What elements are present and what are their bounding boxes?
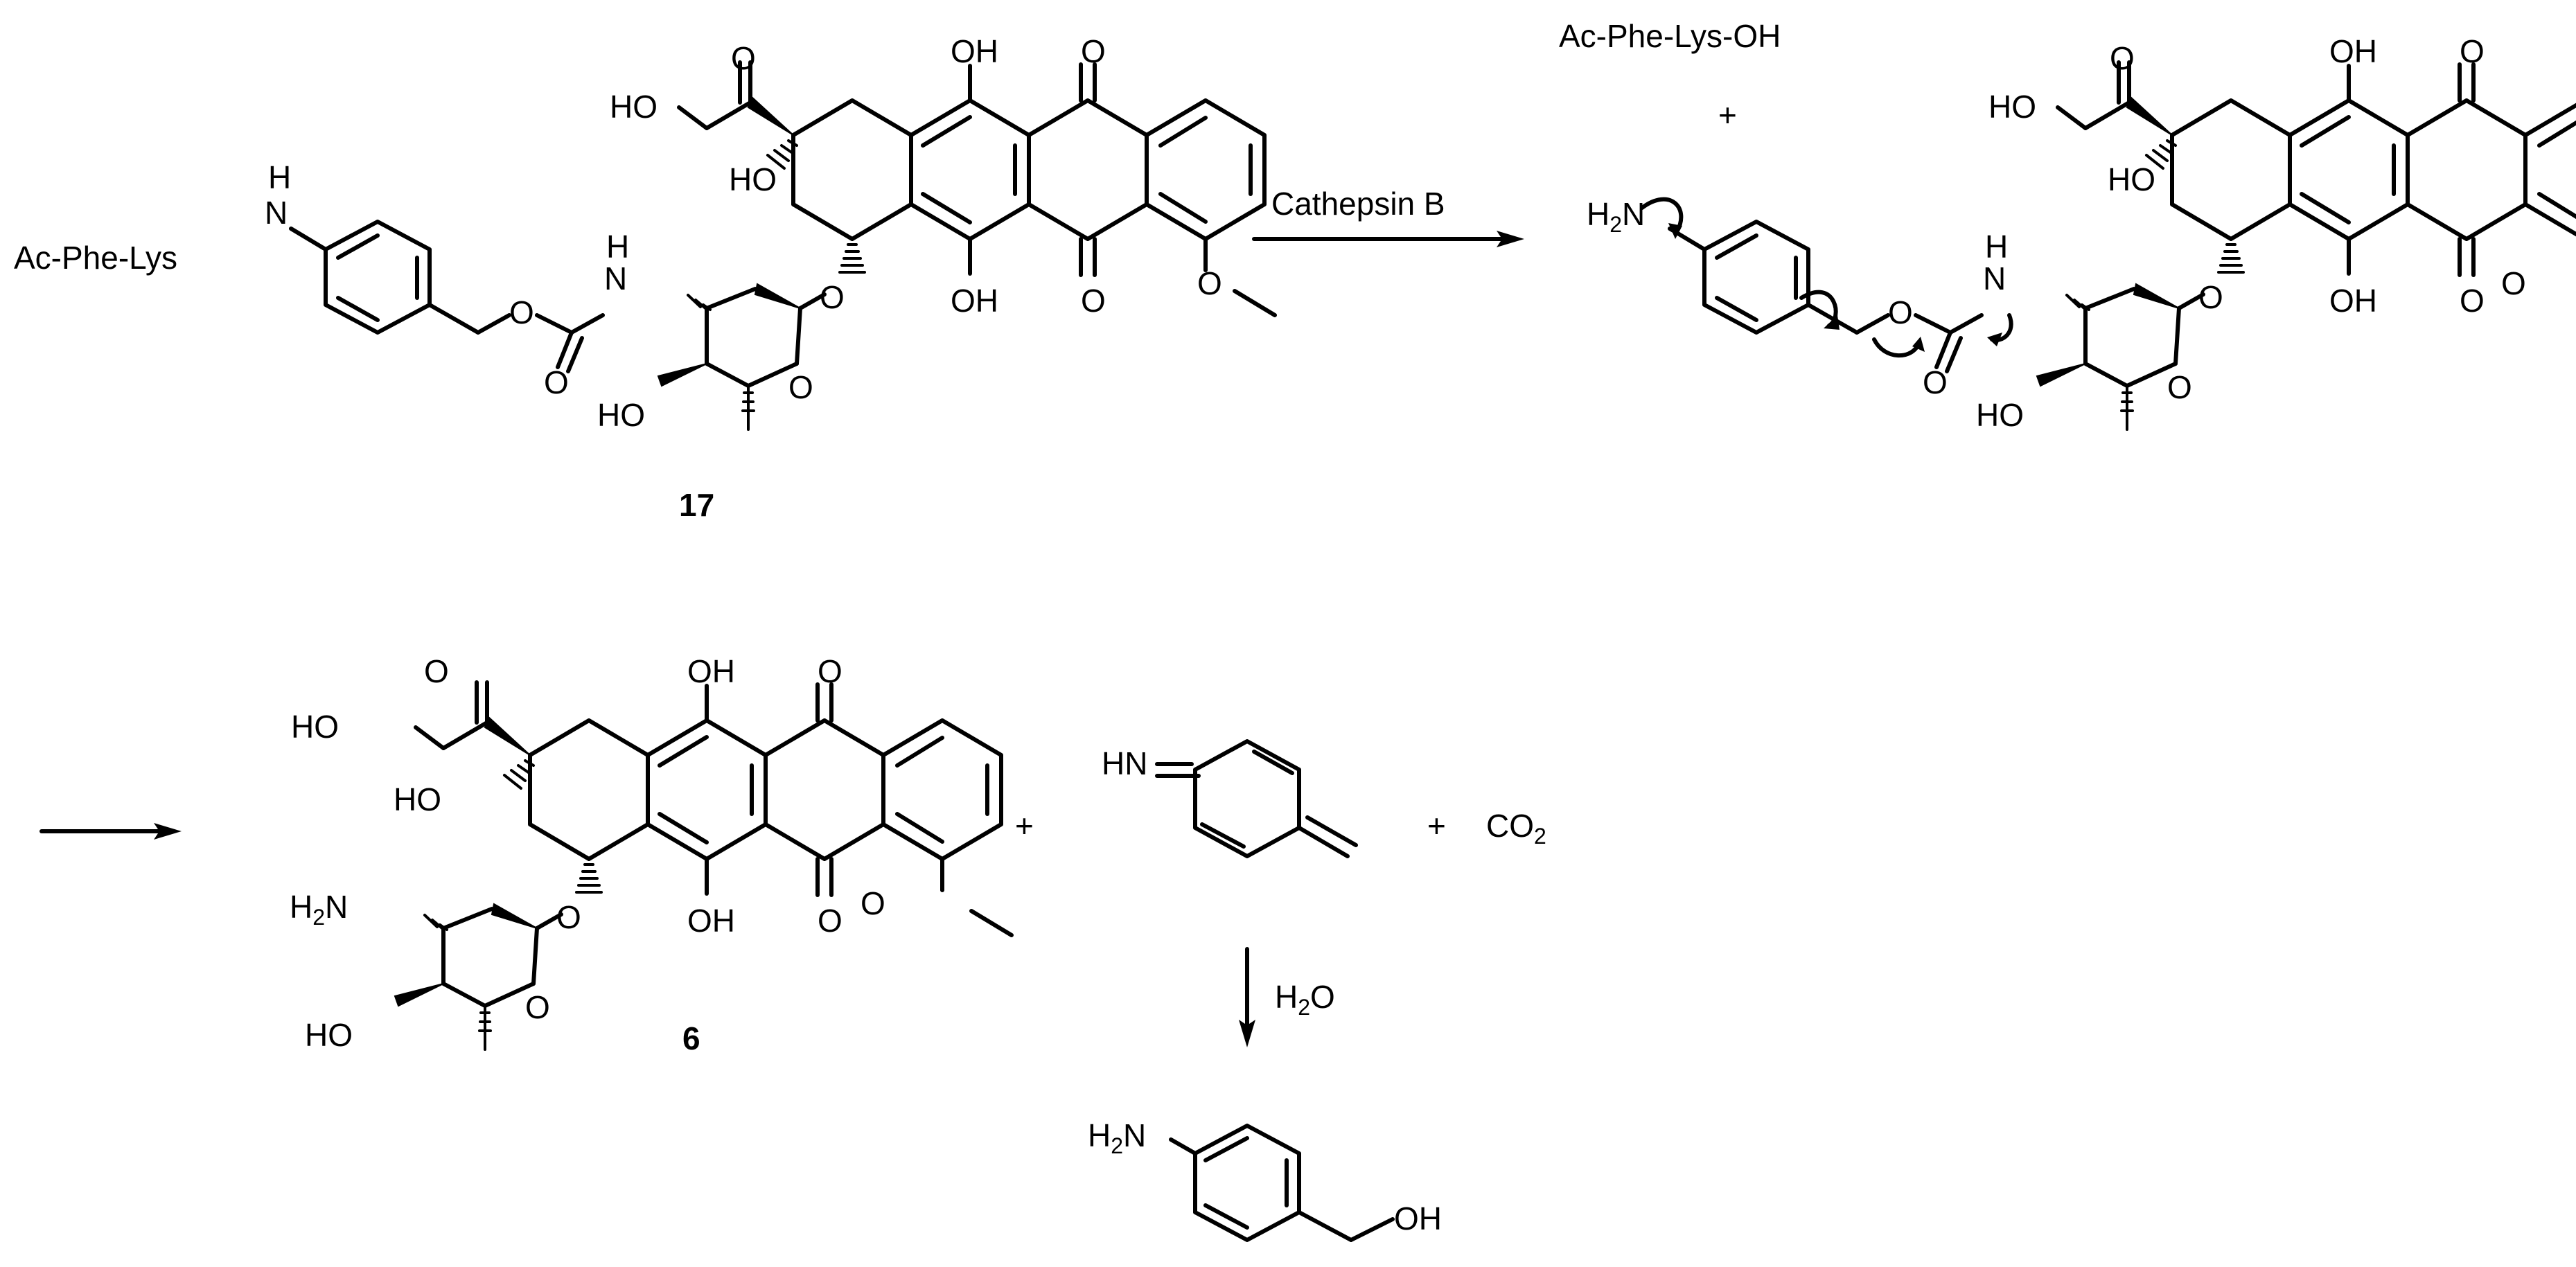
c6-methoxy-o: O bbox=[861, 885, 885, 921]
c6-ring-o: O bbox=[525, 989, 550, 1025]
c6-sidechain-o: O bbox=[424, 653, 449, 689]
int-sugar-n: N bbox=[1983, 260, 2006, 296]
compound-6: HO O HO OH OH O O O O O HO H2N 6 bbox=[290, 653, 1012, 1056]
c6-h2n: H2N bbox=[290, 889, 348, 930]
c6-b-ring-oh-top: OH bbox=[687, 653, 735, 689]
sidechain-ho: HO bbox=[610, 89, 658, 125]
iminoquinone-methide: HN bbox=[1102, 739, 1358, 858]
plus-middle: + bbox=[1015, 808, 1034, 844]
reagent-h2o: H2O bbox=[1275, 979, 1335, 1020]
plus-top: + bbox=[1718, 97, 1737, 133]
int-glycosidic-o: O bbox=[2198, 279, 2223, 315]
arrow-hydrolysis: H2O bbox=[1239, 947, 1335, 1047]
sugar-n: N bbox=[604, 260, 627, 296]
methoxy-o: O bbox=[1197, 265, 1222, 301]
int-sidechain-o: O bbox=[2110, 40, 2135, 76]
int-nh-h: H bbox=[1985, 229, 2008, 265]
c6-sidechain-ho: HO bbox=[291, 709, 339, 745]
compound-number-17: 17 bbox=[679, 487, 714, 523]
compound-17: Ac-Phe-Lys H N O O N H HO O HO OH OH O O… bbox=[14, 33, 1275, 523]
int-c9-ho: HO bbox=[2108, 161, 2155, 197]
reagent-cathepsin-b: Cathepsin B bbox=[1271, 186, 1445, 222]
c6-glycosidic-o: O bbox=[556, 899, 581, 935]
sugar-nh-h: H bbox=[606, 229, 629, 265]
c4-ho: HO bbox=[597, 397, 645, 433]
pab-h2n: H2N bbox=[1088, 1117, 1146, 1158]
aminobenzyl-alcohol: H2N OH bbox=[1088, 1117, 1442, 1242]
sidechain-o: O bbox=[731, 40, 756, 76]
int-methoxy-o: O bbox=[2501, 265, 2526, 301]
intermediate-h2n: H2N bbox=[1587, 196, 1645, 237]
glycosidic-o: O bbox=[820, 279, 845, 315]
c6-c9-ho: HO bbox=[394, 781, 441, 817]
plus-right: + bbox=[1427, 808, 1446, 844]
c9-ho: HO bbox=[729, 161, 777, 197]
pab-oh: OH bbox=[1394, 1200, 1442, 1237]
int-carbonyl-o: O bbox=[1923, 364, 1948, 400]
co2-label: CO2 bbox=[1486, 808, 1546, 849]
int-carbamate-o: O bbox=[1888, 294, 1913, 330]
int-b-ring-oh-bottom: OH bbox=[2329, 283, 2377, 319]
peptide-label: Ac-Phe-Lys bbox=[14, 240, 177, 276]
intermediate: Ac-Phe-Lys-OH + H2N O O N H HO O HO OH O… bbox=[1559, 18, 2576, 433]
c6-c-ring-o-top: O bbox=[818, 653, 843, 689]
c6-b-ring-oh-bottom: OH bbox=[687, 903, 735, 939]
carbamate-nh-n: N bbox=[265, 195, 288, 231]
int-c-ring-o-bottom: O bbox=[2460, 283, 2485, 319]
int-ring-o: O bbox=[2167, 369, 2192, 405]
int-c4-ho: HO bbox=[1976, 397, 2024, 433]
b-ring-oh-top: OH bbox=[951, 33, 998, 69]
int-sidechain-ho: HO bbox=[1988, 89, 2036, 125]
int-b-ring-oh-top: OH bbox=[2329, 33, 2377, 69]
imine-hn: HN bbox=[1102, 745, 1147, 781]
ring-o: O bbox=[788, 369, 813, 405]
compound-number-6: 6 bbox=[682, 1020, 700, 1056]
int-c-ring-o-top: O bbox=[2460, 33, 2485, 69]
arrow-cathepsin: Cathepsin B bbox=[1252, 186, 1524, 247]
carbamate-nh-h: H bbox=[268, 159, 291, 195]
c6-c-ring-o-bottom: O bbox=[818, 903, 843, 939]
released-peptide: Ac-Phe-Lys-OH bbox=[1559, 18, 1781, 54]
arrow-step2 bbox=[39, 823, 182, 840]
carbonyl-o: O bbox=[544, 364, 569, 400]
c6-c4-ho: HO bbox=[305, 1017, 353, 1053]
c-ring-o-bottom: O bbox=[1081, 283, 1106, 319]
c-ring-o-top: O bbox=[1081, 33, 1106, 69]
carbamate-o: O bbox=[509, 294, 534, 330]
b-ring-oh-bottom: OH bbox=[951, 283, 998, 319]
